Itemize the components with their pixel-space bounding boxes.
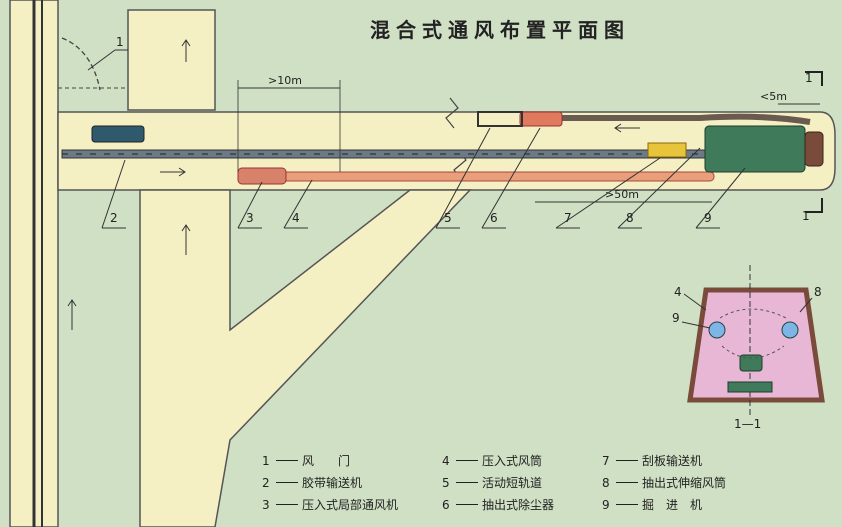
callout-4: 4 <box>292 211 300 225</box>
dust-collector <box>519 111 563 127</box>
section-label-9: 9 <box>672 311 680 325</box>
airflow-arrow-2 <box>614 123 640 133</box>
section-marker-top <box>805 71 823 86</box>
section-tag-top: 1 <box>805 71 813 85</box>
section-label-8: 8 <box>814 285 822 299</box>
callout-3: 3 <box>246 211 254 225</box>
callout-6: 6 <box>490 211 498 225</box>
section-caption: 1—1 <box>734 417 761 431</box>
leader-9 <box>695 167 746 229</box>
leader-1 <box>87 49 116 71</box>
diagram-title: 混合式通风布置平面图 <box>370 18 630 42</box>
break-mark <box>445 97 459 129</box>
dim-label-1: >10m <box>268 74 302 87</box>
leader-7 <box>555 157 661 229</box>
section-leader-9 <box>681 321 711 329</box>
cutter-head <box>804 131 824 167</box>
section-label-4: 4 <box>674 285 682 299</box>
fan-unit <box>91 125 145 143</box>
branch-drift <box>139 189 472 527</box>
section-leader-4 <box>683 293 707 311</box>
leader-3 <box>237 181 263 229</box>
dim-label-2: <5m <box>760 90 787 103</box>
roadheader <box>704 125 806 173</box>
scraper-conveyor <box>647 142 687 158</box>
short-rail <box>477 111 523 127</box>
leader-5 <box>435 127 491 229</box>
callout-1: 1 <box>116 35 124 49</box>
section-leader-8 <box>799 297 813 313</box>
airflow-arrow-5 <box>67 299 77 330</box>
local-fan <box>237 167 287 185</box>
section-tag-bottom: 1 <box>802 209 810 223</box>
leader-2 <box>101 159 126 229</box>
callout-2: 2 <box>110 211 118 225</box>
leader-6 <box>481 127 541 229</box>
airflow-arrow-3 <box>181 39 191 62</box>
callout-5: 5 <box>444 211 452 225</box>
cross-section <box>687 265 825 415</box>
airflow-arrow <box>160 167 186 177</box>
upper-drift <box>127 9 216 111</box>
callout-7: 7 <box>564 211 572 225</box>
leader-4 <box>283 179 313 229</box>
callout-9: 9 <box>704 211 712 225</box>
exhaust-duct <box>560 113 811 125</box>
forced-duct <box>237 171 715 182</box>
airflow-arrow-4 <box>181 224 191 255</box>
callout-8: 8 <box>626 211 634 225</box>
leader-8 <box>617 147 701 229</box>
section-marker-bottom <box>805 198 823 213</box>
air-door <box>61 37 101 91</box>
dim-label-3: >50m <box>605 188 639 201</box>
